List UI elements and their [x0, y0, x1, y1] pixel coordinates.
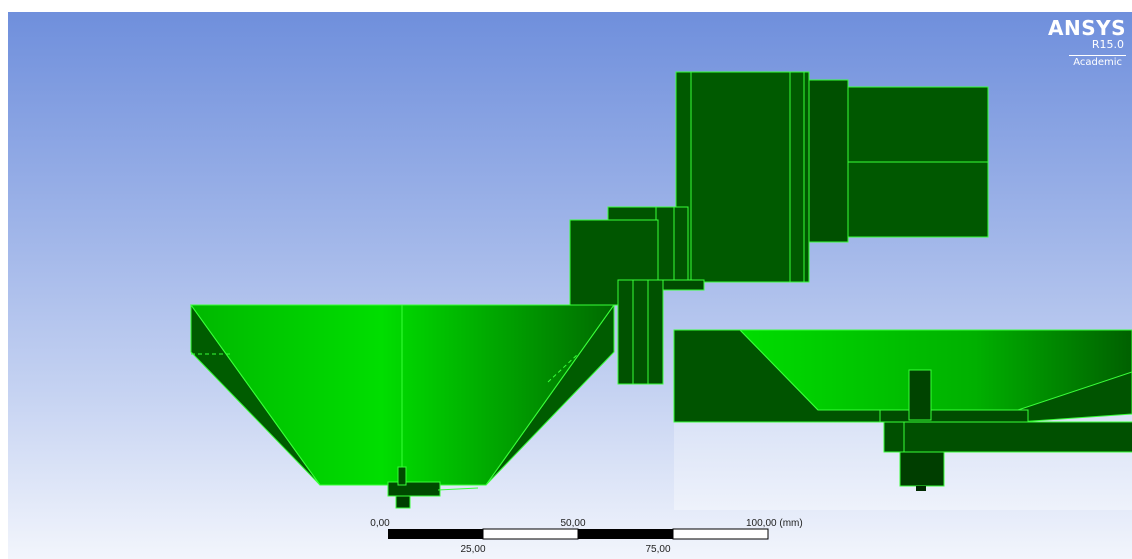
- scale-label-25: 25,00: [460, 544, 485, 555]
- inset-flange: [883, 421, 1132, 453]
- hopper: [190, 304, 615, 509]
- gearbox-housing: [675, 71, 810, 283]
- outlet-pin: [397, 466, 407, 486]
- scale-segment-4: [672, 528, 769, 540]
- motor-flange: [807, 79, 849, 243]
- scale-segment-1: [388, 529, 483, 539]
- model-geometry[interactable]: [8, 12, 1132, 559]
- vertical-shaft: [617, 279, 664, 385]
- outlet-flange: [387, 481, 441, 497]
- graphics-viewport[interactable]: ANSYS R15.0 Academic 0,00 50,00 100,00 (…: [8, 12, 1132, 559]
- motor-assembly: [569, 71, 989, 385]
- ansys-logo: ANSYS R15.0 Academic: [1046, 18, 1126, 70]
- scale-segment-2: [482, 528, 579, 540]
- scale-label-0: 0,00: [370, 518, 390, 529]
- inset-pin: [908, 369, 932, 421]
- logo-brand: ANSYS: [1047, 16, 1126, 40]
- inset-nozzle: [899, 451, 945, 487]
- inset-outlet-plate: [879, 409, 1029, 423]
- scale-label-75: 75,00: [645, 544, 670, 555]
- outlet-nozzle: [395, 495, 411, 509]
- logo-license: Academic: [1069, 55, 1126, 70]
- detail-inset: [673, 329, 1132, 510]
- logo-version: R15.0: [1091, 38, 1124, 51]
- scale-segment-3: [578, 529, 673, 539]
- inset-tip: [916, 486, 926, 491]
- scale-label-100: 100,00 (mm): [746, 518, 803, 529]
- scale-bar: 0,00 50,00 100,00 (mm) 25,00 75,00: [370, 518, 803, 555]
- scale-label-50: 50,00: [560, 518, 585, 529]
